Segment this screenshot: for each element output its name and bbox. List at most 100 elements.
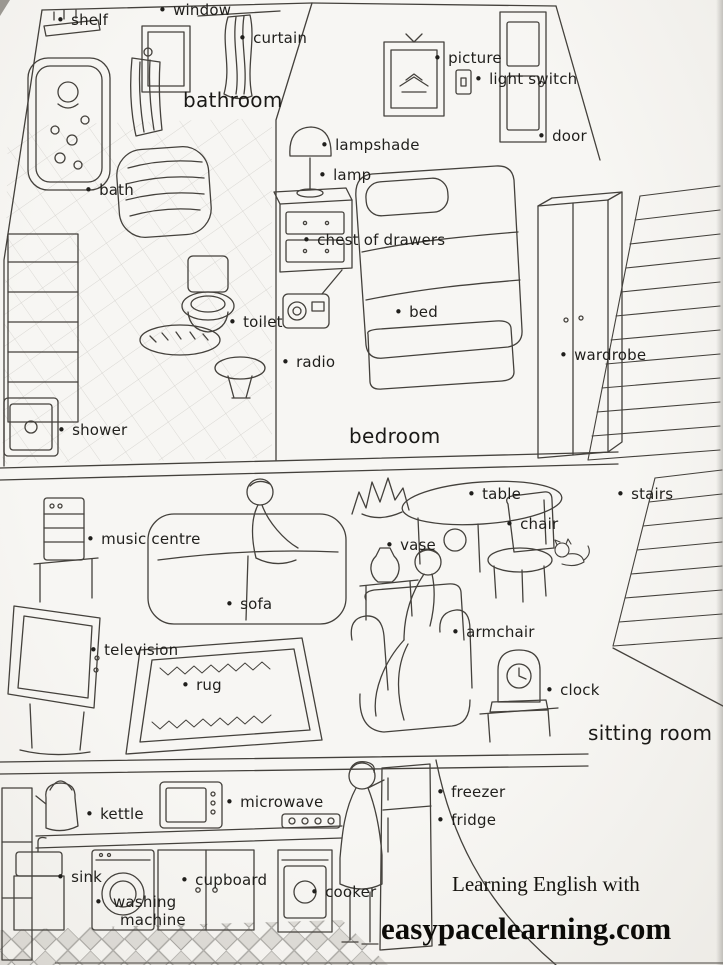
label-chair: •chair	[505, 515, 558, 533]
toilet-mat-drawing	[139, 324, 221, 356]
label-fridge: • fridge	[436, 811, 496, 829]
label-text: radio	[296, 353, 336, 371]
label-shelf: •shelf	[56, 11, 108, 29]
label-wardrobe: •wardrobe	[559, 346, 646, 364]
bullet-icon: •	[85, 805, 95, 823]
kettle-drawing	[35, 780, 79, 832]
branding-tagline: Learning English with	[452, 872, 640, 896]
microwave-drawing	[159, 781, 223, 829]
label-television: • television	[89, 641, 178, 659]
room-label-bathroom: bathroom	[183, 88, 283, 112]
label-text: window	[173, 1, 232, 19]
label-sofa: • sofa	[225, 595, 272, 613]
standing-person-drawing	[339, 761, 385, 945]
rug-drawing	[125, 637, 323, 755]
bullet-icon: •	[89, 641, 99, 659]
bullet-icon: •	[451, 623, 461, 641]
kitchen-tiled-floor	[0, 920, 388, 965]
label-text: lampshade	[335, 136, 420, 154]
bullet-icon: •	[84, 181, 94, 199]
label-text: kettle	[100, 805, 144, 823]
label-washing-machine: •washing machine	[94, 893, 186, 929]
bullet-icon: •	[537, 127, 547, 145]
kitchen-corner-curve	[435, 759, 557, 965]
bullet-icon: •	[225, 793, 235, 811]
hob-drawing	[281, 813, 341, 829]
bullet-icon: •	[180, 871, 190, 889]
label-bed: •bed	[394, 303, 438, 321]
cat-drawing	[554, 538, 590, 567]
scan-bottom-edge	[55, 962, 723, 964]
chest-of-drawers-drawing	[273, 187, 353, 273]
bath-mat-drawing	[116, 145, 212, 239]
bullet-icon: •	[559, 346, 569, 364]
label-radio: • radio	[281, 353, 335, 371]
label-stairs: • stairs	[616, 485, 673, 503]
label-text: television	[104, 641, 179, 659]
bullet-icon: •	[545, 681, 555, 699]
room-label-sitting-room: sitting room	[588, 721, 713, 745]
label-freezer: •freezer	[436, 783, 505, 801]
label-sink: •sink	[56, 868, 102, 886]
bullet-icon: •	[238, 29, 248, 47]
bullet-icon: •	[86, 530, 96, 548]
label-text: cooker	[325, 883, 377, 901]
label-shower: • shower	[57, 421, 127, 439]
label-text: curtain	[253, 29, 308, 47]
bullet-icon: •	[302, 231, 312, 249]
person-on-sofa-drawing	[246, 478, 299, 565]
label-toilet: •toilet	[228, 313, 283, 331]
label-armchair: •armchair	[451, 623, 535, 641]
radiator-drawing	[7, 233, 79, 423]
bullet-icon: •	[385, 536, 395, 554]
bullet-icon: •	[225, 595, 235, 613]
label-picture: •picture	[433, 49, 502, 67]
label-table: •table	[467, 485, 521, 503]
bullet-icon: •	[318, 166, 328, 184]
label-text: bath	[99, 181, 134, 199]
bullet-icon: •	[228, 313, 238, 331]
bed-drawing	[355, 165, 523, 390]
bullet-icon: •	[467, 485, 477, 503]
music-centre-drawing	[33, 497, 99, 603]
wardrobe-drawing	[537, 191, 623, 459]
branding-site-name: easypacelearning.com	[381, 911, 672, 946]
label-door: •door	[537, 127, 587, 145]
label-text: fridge	[451, 811, 497, 829]
label-clock: •clock	[545, 681, 600, 699]
label-text: shower	[72, 421, 128, 439]
bullet-icon: •	[158, 1, 168, 19]
label-lamp: • lamp	[318, 166, 371, 184]
label-text: sofa	[240, 595, 273, 613]
label-text: music centre	[101, 530, 201, 548]
radio-drawing	[282, 269, 343, 329]
basin-drawing	[214, 356, 266, 399]
label-text: washing machine	[113, 893, 186, 929]
bullet-icon: •	[474, 70, 484, 88]
bullet-icon: •	[616, 485, 626, 503]
vase-drawing	[359, 547, 419, 621]
shower-drawing	[3, 397, 59, 457]
toilet-drawing	[181, 255, 235, 333]
label-lampshade: •lampshade	[320, 136, 420, 154]
armchair-drawing	[350, 583, 473, 733]
label-curtain: • curtain	[238, 29, 307, 47]
bullet-icon: •	[57, 421, 67, 439]
label-text: stairs	[631, 485, 674, 503]
bullet-icon: •	[436, 811, 446, 829]
label-text: lamp	[333, 166, 372, 184]
label-text: freezer	[451, 783, 506, 801]
bullet-icon: •	[281, 353, 291, 371]
chair-drawing	[487, 491, 555, 603]
shelf-drawing	[43, 9, 101, 37]
label-text: chest of drawers	[317, 231, 446, 249]
plant-drawing	[351, 477, 410, 519]
clock-drawing	[479, 649, 559, 743]
label-text: light switch	[489, 70, 578, 88]
label-text: cupboard	[195, 871, 268, 889]
label-text: sink	[71, 868, 103, 886]
bathroom-tiled-floor	[2, 118, 272, 464]
tall-cupboard-drawing	[1, 787, 33, 961]
